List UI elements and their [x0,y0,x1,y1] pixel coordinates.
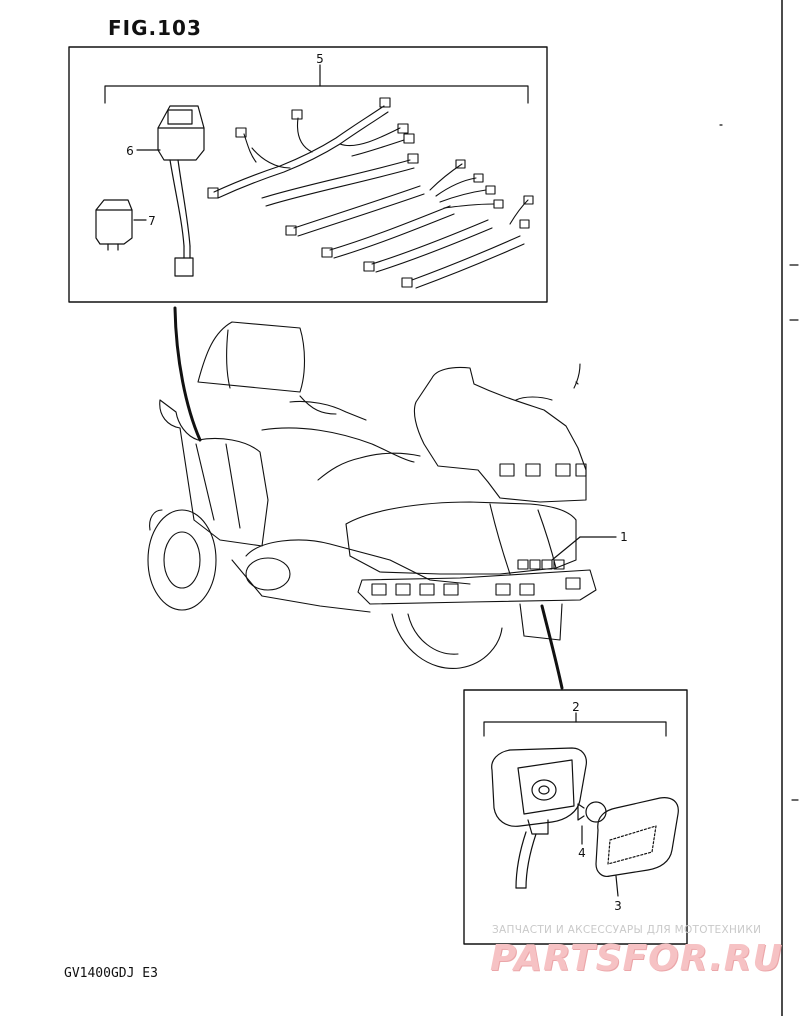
switch-part [157,105,205,277]
page-edge-marks [781,0,799,1016]
motorcycle-illustration [147,321,597,670]
callout-number-5: 5 [316,52,324,66]
callout-number-7: 7 [148,214,156,228]
wiring-harness-part [207,97,534,289]
inset-leader-top [173,306,202,442]
callout-bracket-5 [104,85,529,104]
harness-inset-box [68,46,548,303]
marker-lamp-housing [491,747,587,889]
model-code-label: GV1400GDJ E3 [64,966,158,981]
lamp-inset-box [463,689,688,945]
relay-part [95,199,133,251]
figure-title: FIG.103 [108,16,202,40]
callout-number-4: 4 [578,846,586,860]
callout-leader-3 [615,875,619,897]
lamp-bulb [577,801,607,823]
callout-number-2: 2 [572,700,580,714]
callout-number-1: 1 [620,530,628,544]
lamp-lens [595,797,679,877]
callout-leader-1 [551,536,581,561]
watermark-tagline: ЗАПЧАСТИ И АКСЕССУАРЫ ДЛЯ МОТОТЕХНИКИ [492,924,762,936]
watermark-logo: PARTSFOR.RU [490,938,783,979]
callout-number-3: 3 [614,899,622,913]
callout-number-6: 6 [126,144,134,158]
callout-bracket-2 [483,721,667,737]
inset-leader-bottom [540,604,564,690]
